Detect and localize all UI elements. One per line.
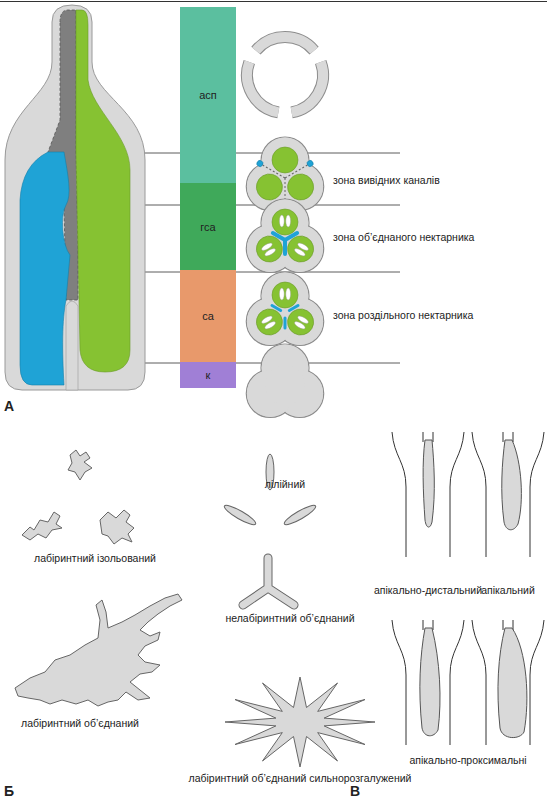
nectary-shapes (15, 450, 375, 767)
separate-nectary-section (246, 272, 323, 346)
top-rule (0, 1, 547, 2)
panel-letter: Б (4, 783, 14, 799)
base-section (246, 344, 323, 418)
ovary-apical (472, 432, 544, 557)
figure-label: нелабіринтний об’єднаний (225, 612, 354, 625)
band-label: гса (200, 221, 215, 233)
ovary-apical-distal (392, 432, 464, 557)
figure-label: зона об’єднаного нектарника (333, 231, 474, 244)
figure-label: лілійний (265, 478, 305, 491)
ovary-apical-proximal (392, 620, 464, 745)
figure-label: лабіринтний об’єднаний (21, 717, 139, 730)
style-cross-section (247, 37, 323, 112)
panel-letter: В (350, 783, 360, 799)
figure-label: апікальний (481, 584, 535, 597)
band-label: к (206, 369, 211, 381)
panel-letter: А (4, 398, 14, 414)
nonlabyrinth-nectary (243, 558, 294, 605)
band-label: са (202, 310, 214, 322)
figure-label: апікально-дистальний (374, 584, 482, 597)
zone-band: к (180, 362, 236, 388)
zone-band: са (180, 270, 236, 362)
figure-label: зона роздільного нектарника (333, 309, 473, 322)
gynoecium-section (5, 5, 145, 390)
ovary-apical-proximal (472, 620, 544, 745)
figure-label: апікально-проксимальні (409, 754, 526, 767)
figure-label: лабіринтний ізольований (34, 552, 156, 565)
zone-band: асп (180, 7, 236, 183)
figure-label: зона вивідних каналів (333, 174, 440, 187)
zone-band: гса (180, 183, 236, 270)
joined-nectary-section (246, 199, 323, 273)
figure-label: лабіринтний об’єднаний сильнорозгалужени… (189, 772, 412, 785)
band-label: асп (199, 89, 217, 101)
